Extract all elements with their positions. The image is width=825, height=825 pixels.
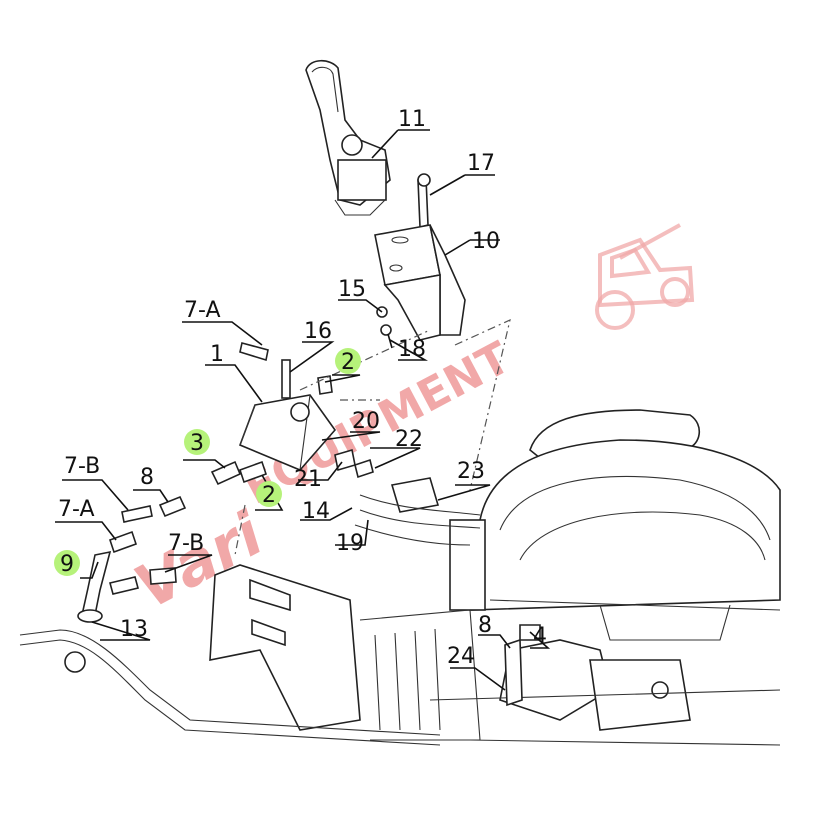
callout-3: 3 <box>190 431 204 456</box>
callout-7a-left: 7-A <box>58 497 95 522</box>
callout-7b-bottom: 7-B <box>168 531 204 556</box>
mounting-bracket <box>374 224 466 341</box>
highlight-marker <box>54 550 80 576</box>
callout-17: 17 <box>467 151 495 176</box>
callout-20: 20 <box>352 409 380 434</box>
highlight-marker <box>184 429 210 455</box>
callout-14: 14 <box>302 499 330 524</box>
callout-15: 15 <box>338 277 366 302</box>
callout-7a-top: 7-A <box>184 298 221 323</box>
callout-4: 4 <box>533 624 547 649</box>
guide-lines <box>234 318 511 556</box>
callout-9: 9 <box>60 552 74 577</box>
callout-19: 19 <box>336 531 364 556</box>
control-valve <box>238 359 337 471</box>
callout-7b-left: 7-B <box>64 454 100 479</box>
highlight-marker <box>335 348 361 374</box>
callout-10: 10 <box>472 229 500 254</box>
callout-16: 16 <box>304 319 332 344</box>
callout-1: 1 <box>210 342 224 367</box>
fittings <box>77 342 541 707</box>
callout-8-right: 8 <box>478 613 492 638</box>
callout-21: 21 <box>294 467 322 492</box>
callout-2-bottom: 2 <box>262 483 276 508</box>
tractor-body <box>429 409 781 746</box>
highlight-markers <box>54 348 361 576</box>
callout-24: 24 <box>447 644 475 669</box>
callout-labels: 11 17 10 15 18 7-A 16 1 2 20 3 22 7-B 8 … <box>58 107 547 669</box>
callout-2-top: 2 <box>341 350 355 375</box>
tractor-logo-icon <box>595 223 695 330</box>
fender-panel <box>19 564 481 746</box>
small-bolts <box>376 306 393 349</box>
callout-8-left: 8 <box>140 465 154 490</box>
joystick-assembly <box>305 59 391 216</box>
callout-18: 18 <box>398 337 426 362</box>
highlight-marker <box>256 481 282 507</box>
callout-23: 23 <box>457 459 485 484</box>
callout-11: 11 <box>398 107 426 132</box>
callout-13: 13 <box>120 617 148 642</box>
pin-part <box>417 173 431 229</box>
leader-lines <box>55 129 551 691</box>
callout-22: 22 <box>395 427 423 452</box>
